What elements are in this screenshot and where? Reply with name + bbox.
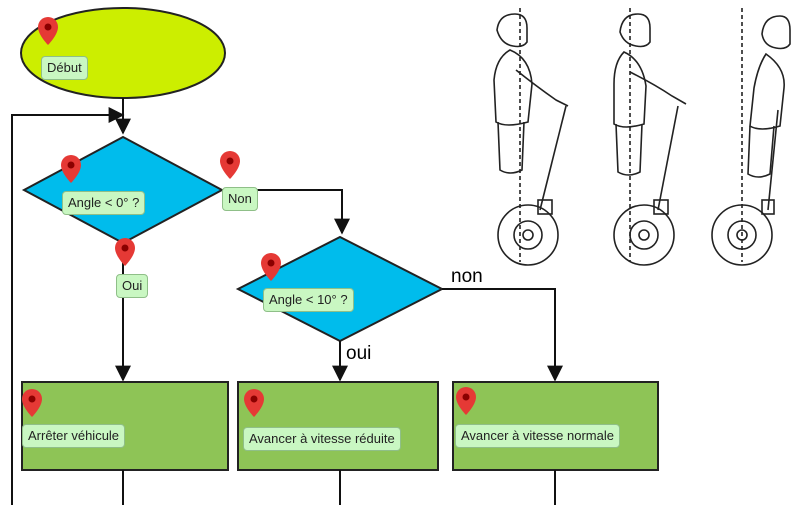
- decision2-label[interactable]: Angle < 10° ?: [263, 288, 354, 312]
- decision2-yes-label: oui: [346, 343, 372, 364]
- start-label[interactable]: Début: [41, 56, 88, 80]
- map-pin-icon[interactable]: [21, 388, 43, 418]
- segway-rider-illustration: [493, 8, 791, 266]
- map-pin-icon[interactable]: [219, 150, 241, 180]
- map-pin-icon[interactable]: [114, 237, 136, 267]
- action-slow-box[interactable]: [237, 381, 439, 471]
- action-normal-label[interactable]: Avancer à vitesse normale: [455, 424, 620, 448]
- action-slow-label[interactable]: Avancer à vitesse réduite: [243, 427, 401, 451]
- map-pin-icon[interactable]: [260, 252, 282, 282]
- decision1-label[interactable]: Angle < 0° ?: [62, 191, 146, 215]
- map-pin-icon[interactable]: [243, 388, 265, 418]
- map-pin-icon[interactable]: [60, 154, 82, 184]
- action-stop-label[interactable]: Arrêter véhicule: [22, 424, 126, 448]
- decision-node-1[interactable]: [21, 135, 225, 245]
- map-pin-icon[interactable]: [455, 386, 477, 416]
- map-pin-icon[interactable]: [37, 16, 59, 46]
- decision1-no-label[interactable]: Non: [222, 187, 258, 211]
- decision2-no-label: non: [451, 266, 483, 287]
- decision1-yes-label[interactable]: Oui: [116, 274, 149, 298]
